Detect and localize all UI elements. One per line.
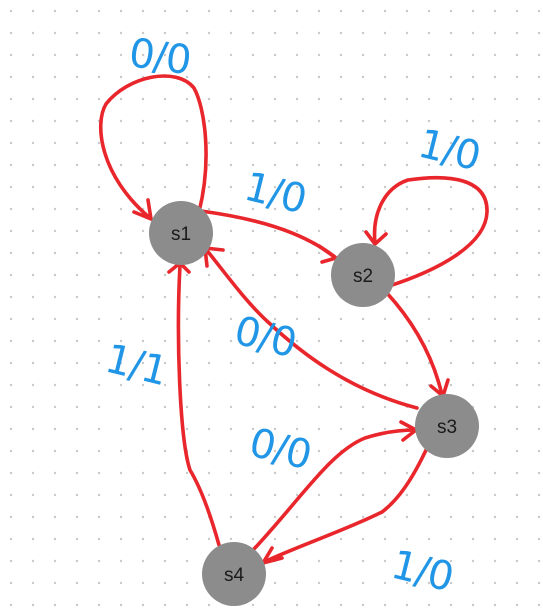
edge-s1-self [98,74,208,221]
state-s4: s4 [202,542,266,606]
label-s1-self: 0/0 [126,30,193,84]
edge-s3-s4-line [262,446,429,564]
state-s4-label: s4 [224,565,245,586]
state-s1-label: s1 [171,224,191,245]
state-s1: s1 [149,201,213,265]
state-s3-circle [415,394,479,458]
state-s3-label: s3 [437,417,457,438]
states: s1 s2 s3 s4 [149,201,479,606]
edge-s1-self-arrowhead [132,198,153,221]
edge-s2-self [364,175,489,289]
edge-s4-s3-line [252,428,417,551]
state-s4-circle [202,542,266,606]
edge-s4-s1-line [176,263,221,547]
state-s3: s3 [415,394,479,458]
state-s1-circle [149,201,213,265]
edge-s2-s3-line [384,290,444,397]
edge-s3-s1-line [203,246,419,410]
edge-s2-self-line [372,175,489,289]
edge-s2-self-arrowhead [364,230,388,246]
state-s2-circle [331,243,395,307]
state-s2-label: s2 [353,266,373,287]
state-s2: s2 [331,243,395,307]
edge-s1-self-line [98,74,208,220]
